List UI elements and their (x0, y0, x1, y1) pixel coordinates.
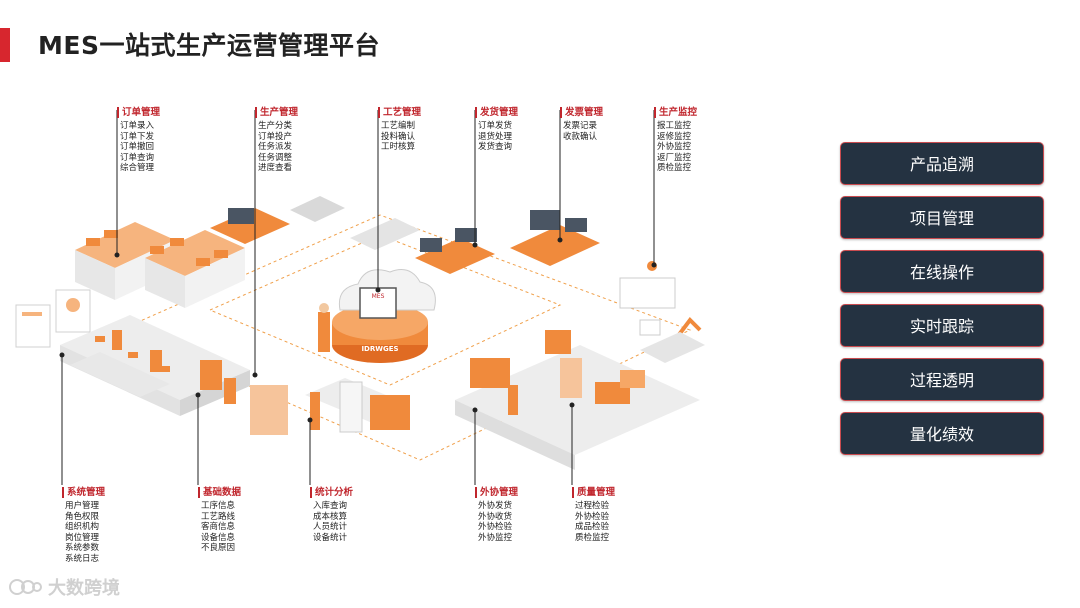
module-item: 用户管理 (65, 501, 100, 511)
watermark: 大数跨境 (8, 574, 120, 600)
module-item: 成品检验 (575, 522, 610, 532)
module-production-monitoring: 生产监控 报工监控 返修监控 外协监控 返厂监控 质检监控 (654, 100, 697, 174)
module-item: 外协监控 (657, 142, 692, 152)
module-item: 订单下发 (120, 131, 155, 142)
module-item: 外协收货 (478, 511, 513, 522)
production-line-left (60, 315, 288, 435)
module-item: 组织机构 (65, 522, 100, 532)
module-item: 任务调整 (258, 152, 293, 163)
module-item: 工艺路线 (201, 511, 236, 522)
page-title: MES一站式生产运营管理平台 (38, 31, 380, 60)
module-item: 任务派发 (258, 142, 293, 152)
quantified-performance-button[interactable]: 量化绩效 (840, 412, 1044, 455)
hub-brand-label: IDRWGES (361, 345, 398, 353)
project-management-button[interactable]: 项目管理 (840, 196, 1044, 239)
module-outsourcing-management: 外协管理 外协发货 外协收货 外协检验 外协监控 (475, 480, 518, 543)
module-title: 生产监控 (654, 107, 697, 118)
module-item: 返修监控 (657, 131, 692, 142)
module-item: 成本核算 (313, 511, 348, 522)
module-basic-data: 基础数据 工序信息 工艺路线 客商信息 设备信息 不良原因 (198, 480, 241, 554)
module-item: 人员统计 (313, 522, 348, 532)
module-statistics-analysis: 统计分析 入库查询 成本核算 人员统计 设备统计 (310, 480, 353, 543)
module-title: 发货管理 (475, 107, 518, 118)
module-production-management: 生产管理 生产分类 订单投产 任务派发 任务调整 进度查看 (255, 100, 298, 174)
module-item: 返厂监控 (657, 152, 692, 163)
stats-station (305, 378, 410, 433)
module-order-management: 订单管理 订单录入 订单下发 订单撤回 订单查询 综合管理 (117, 100, 160, 174)
realtime-tracking-button[interactable]: 实时跟踪 (840, 304, 1044, 347)
watermark-text: 大数跨境 (48, 578, 120, 599)
module-item: 报工监控 (657, 121, 692, 131)
module-item: 外协检验 (478, 522, 513, 532)
module-item: 投料确认 (381, 131, 416, 142)
module-process-management: 工艺管理 工艺编制 投料确认 工时核算 (378, 100, 421, 153)
module-invoice-management: 发票管理 发票记录 收款确认 (560, 100, 603, 142)
module-item: 发票记录 (563, 121, 598, 131)
module-item: 工时核算 (381, 142, 416, 152)
module-title: 统计分析 (310, 487, 353, 498)
module-item: 入库查询 (313, 501, 348, 511)
online-operation-button[interactable]: 在线操作 (840, 250, 1044, 293)
module-item: 设备统计 (313, 532, 348, 543)
module-item: 发货查询 (478, 142, 513, 152)
module-item: 系统日志 (65, 553, 100, 564)
module-item: 订单投产 (258, 131, 293, 142)
watermark-logo-icon (9, 579, 42, 595)
module-title: 系统管理 (62, 487, 105, 498)
module-item: 岗位管理 (65, 532, 100, 543)
module-item: 不良原因 (201, 543, 236, 553)
module-item: 角色权限 (65, 511, 100, 522)
hub-panel-label: MES (372, 293, 385, 300)
module-item: 质检监控 (657, 163, 692, 173)
module-item: 工艺编制 (381, 121, 416, 131)
documents-left (15, 289, 91, 348)
floor-dashed-lines (118, 214, 692, 461)
callout-anchor-dots (59, 237, 657, 423)
module-item: 外协检验 (575, 511, 610, 522)
module-item: 收款确认 (563, 131, 598, 142)
central-hub: MES IDRWGES (318, 269, 436, 363)
module-item: 外协发货 (478, 501, 513, 511)
module-quality-management: 质量管理 过程检验 外协检验 成品检验 质检监控 (572, 480, 615, 543)
title-accent-bar (0, 28, 10, 62)
warehouse-shelves (75, 222, 245, 308)
module-item: 质检监控 (575, 532, 610, 543)
product-traceability-button[interactable]: 产品追溯 (840, 142, 1044, 185)
production-line-right (455, 261, 705, 470)
process-transparency-button[interactable]: 过程透明 (840, 358, 1044, 401)
module-item: 外协监控 (478, 532, 513, 543)
module-title: 生产管理 (255, 107, 298, 118)
module-item: 订单发货 (478, 121, 513, 131)
module-item: 订单录入 (120, 121, 155, 131)
feature-list: 产品追溯 项目管理 在线操作 实时跟踪 过程透明 量化绩效 (840, 142, 1046, 466)
module-shipping-management: 发货管理 订单发货 退货处理 发货查询 (475, 100, 518, 153)
module-item: 进度查看 (258, 163, 293, 173)
office-desks-top (210, 196, 600, 274)
module-title: 订单管理 (117, 107, 160, 118)
module-title: 质量管理 (572, 487, 615, 498)
module-item: 客商信息 (201, 522, 236, 532)
module-item: 设备信息 (201, 532, 236, 543)
module-title: 基础数据 (198, 487, 241, 498)
module-title: 发票管理 (560, 107, 603, 118)
module-item: 订单撤回 (120, 142, 155, 152)
module-item: 综合管理 (120, 163, 155, 173)
module-item: 过程检验 (575, 501, 610, 511)
module-item: 订单查询 (120, 152, 155, 163)
module-title: 外协管理 (475, 487, 518, 498)
module-system-management: 系统管理 用户管理 角色权限 组织机构 岗位管理 系统参数 系统日志 (62, 480, 105, 564)
module-item: 系统参数 (65, 543, 100, 553)
module-title: 工艺管理 (378, 107, 421, 118)
module-item: 工序信息 (201, 501, 236, 511)
callout-leader-lines (61, 110, 655, 485)
module-item: 生产分类 (258, 121, 293, 131)
module-item: 退货处理 (478, 131, 513, 142)
